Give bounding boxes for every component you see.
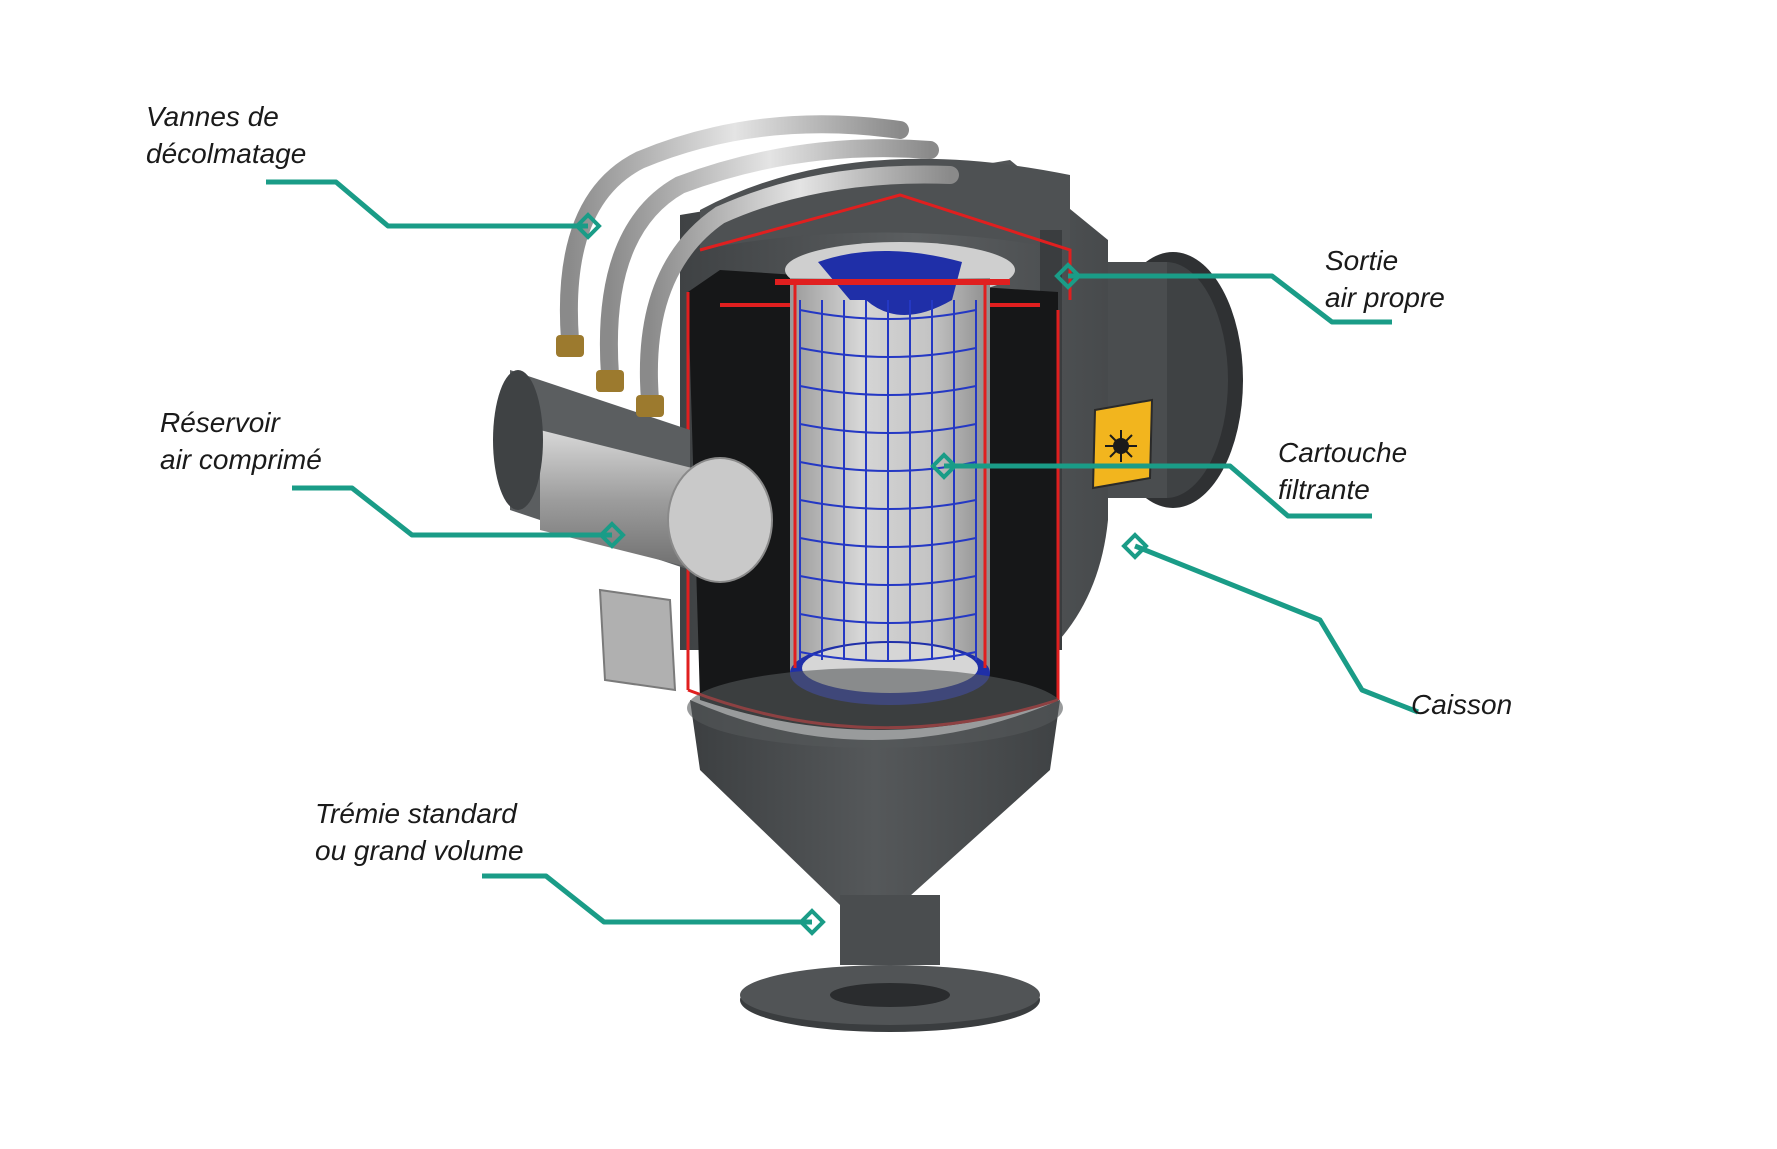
label-line: air comprimé [160, 444, 322, 475]
label-line: Réservoir [160, 407, 280, 438]
junction-box [598, 588, 677, 692]
label-line: Trémie standard [315, 798, 517, 829]
leader-diamond-marker [1121, 532, 1149, 560]
filter-cartridge [775, 242, 1015, 705]
leader-diamond-marker [574, 212, 602, 240]
pulse-valve-pipes [559, 115, 959, 409]
leader-diamond-marker [598, 521, 626, 549]
leader-sortie [1068, 273, 1392, 325]
label-line: filtrante [1278, 474, 1370, 505]
cage-ring [799, 385, 977, 396]
label-vannes: Vannes de décolmatage [146, 98, 306, 172]
leader-diamond-marker [930, 452, 958, 480]
cage-ring [799, 613, 977, 624]
leader-caisson [1134, 543, 1419, 715]
cage-ring [799, 423, 977, 434]
leader-reservoir [292, 485, 612, 538]
leader-diamond-marker [798, 908, 826, 936]
label-line: Vannes de [146, 101, 279, 132]
label-line: Cartouche [1278, 437, 1408, 468]
label-tremie: Trémie standard ou grand volume [315, 795, 524, 869]
leader-diamond-marker [1054, 262, 1082, 290]
explosive-atmosphere-icon [1091, 398, 1154, 490]
label-line: ou grand volume [315, 835, 524, 866]
leader-tremie [482, 873, 812, 925]
cage-ring [799, 575, 977, 586]
label-line: air propre [1325, 282, 1445, 313]
leader-cartouche [944, 463, 1372, 519]
cage-ring [799, 499, 977, 510]
leader-lines [266, 179, 1419, 936]
leader-vannes [266, 179, 588, 229]
cage-ring [799, 537, 977, 548]
cage-ring [799, 651, 977, 662]
label-caisson: Caisson [1411, 686, 1512, 723]
cage-ring [799, 347, 977, 358]
label-line: Caisson [1411, 689, 1513, 720]
label-sortie: Sortie air propre [1325, 242, 1445, 316]
hopper [687, 668, 1063, 1032]
cage-ring [799, 309, 977, 320]
label-cartouche: Cartouche filtrante [1278, 434, 1407, 508]
label-line: Sortie [1325, 245, 1399, 276]
label-line: décolmatage [146, 138, 307, 169]
label-reservoir: Réservoir air comprimé [160, 404, 322, 478]
pipe-fittings [556, 335, 664, 417]
